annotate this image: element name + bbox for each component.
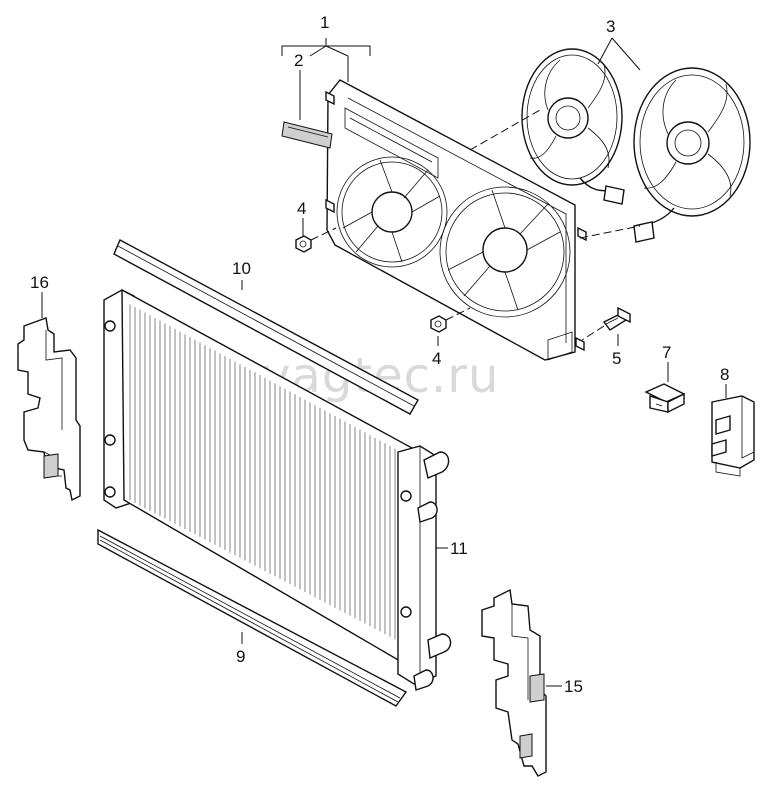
assembly-line — [469, 109, 541, 151]
leader-lines — [41, 37, 727, 687]
callout-4-upper: 4 — [297, 199, 306, 218]
shroud-right-opening — [439, 186, 571, 318]
bracket — [711, 395, 755, 477]
callout-8: 8 — [720, 365, 729, 384]
shroud-left-opening — [336, 156, 448, 268]
fan-motor-left — [521, 48, 625, 205]
bolt — [581, 306, 631, 341]
callout-2: 2 — [294, 51, 303, 70]
fan-motor-right — [633, 67, 751, 243]
callout-1: 1 — [320, 13, 329, 32]
callout-10: 10 — [232, 259, 251, 278]
fan-shroud — [325, 79, 587, 361]
upper-seal-strip — [113, 239, 419, 415]
callouts: 1 2 3 4 4 5 7 8 9 10 11 15 16 — [30, 13, 729, 696]
callout-11: 11 — [450, 539, 468, 558]
callout-4-lower: 4 — [432, 349, 441, 368]
left-air-guide — [17, 317, 81, 502]
right-air-guide — [481, 588, 547, 777]
nut-lower — [430, 307, 471, 333]
callout-5: 5 — [612, 349, 621, 368]
clip-nut — [644, 383, 686, 414]
callout-3: 3 — [606, 17, 615, 36]
callout-15: 15 — [564, 677, 583, 696]
shroud-strip — [281, 121, 333, 149]
lower-seal-strip — [97, 528, 408, 707]
callout-7: 7 — [662, 343, 671, 362]
radiator — [103, 288, 452, 691]
radiator-fins — [129, 304, 406, 645]
callout-16: 16 — [30, 273, 49, 292]
callout-9: 9 — [236, 647, 245, 666]
assembly-line — [579, 225, 641, 239]
nut-upper — [295, 227, 337, 253]
